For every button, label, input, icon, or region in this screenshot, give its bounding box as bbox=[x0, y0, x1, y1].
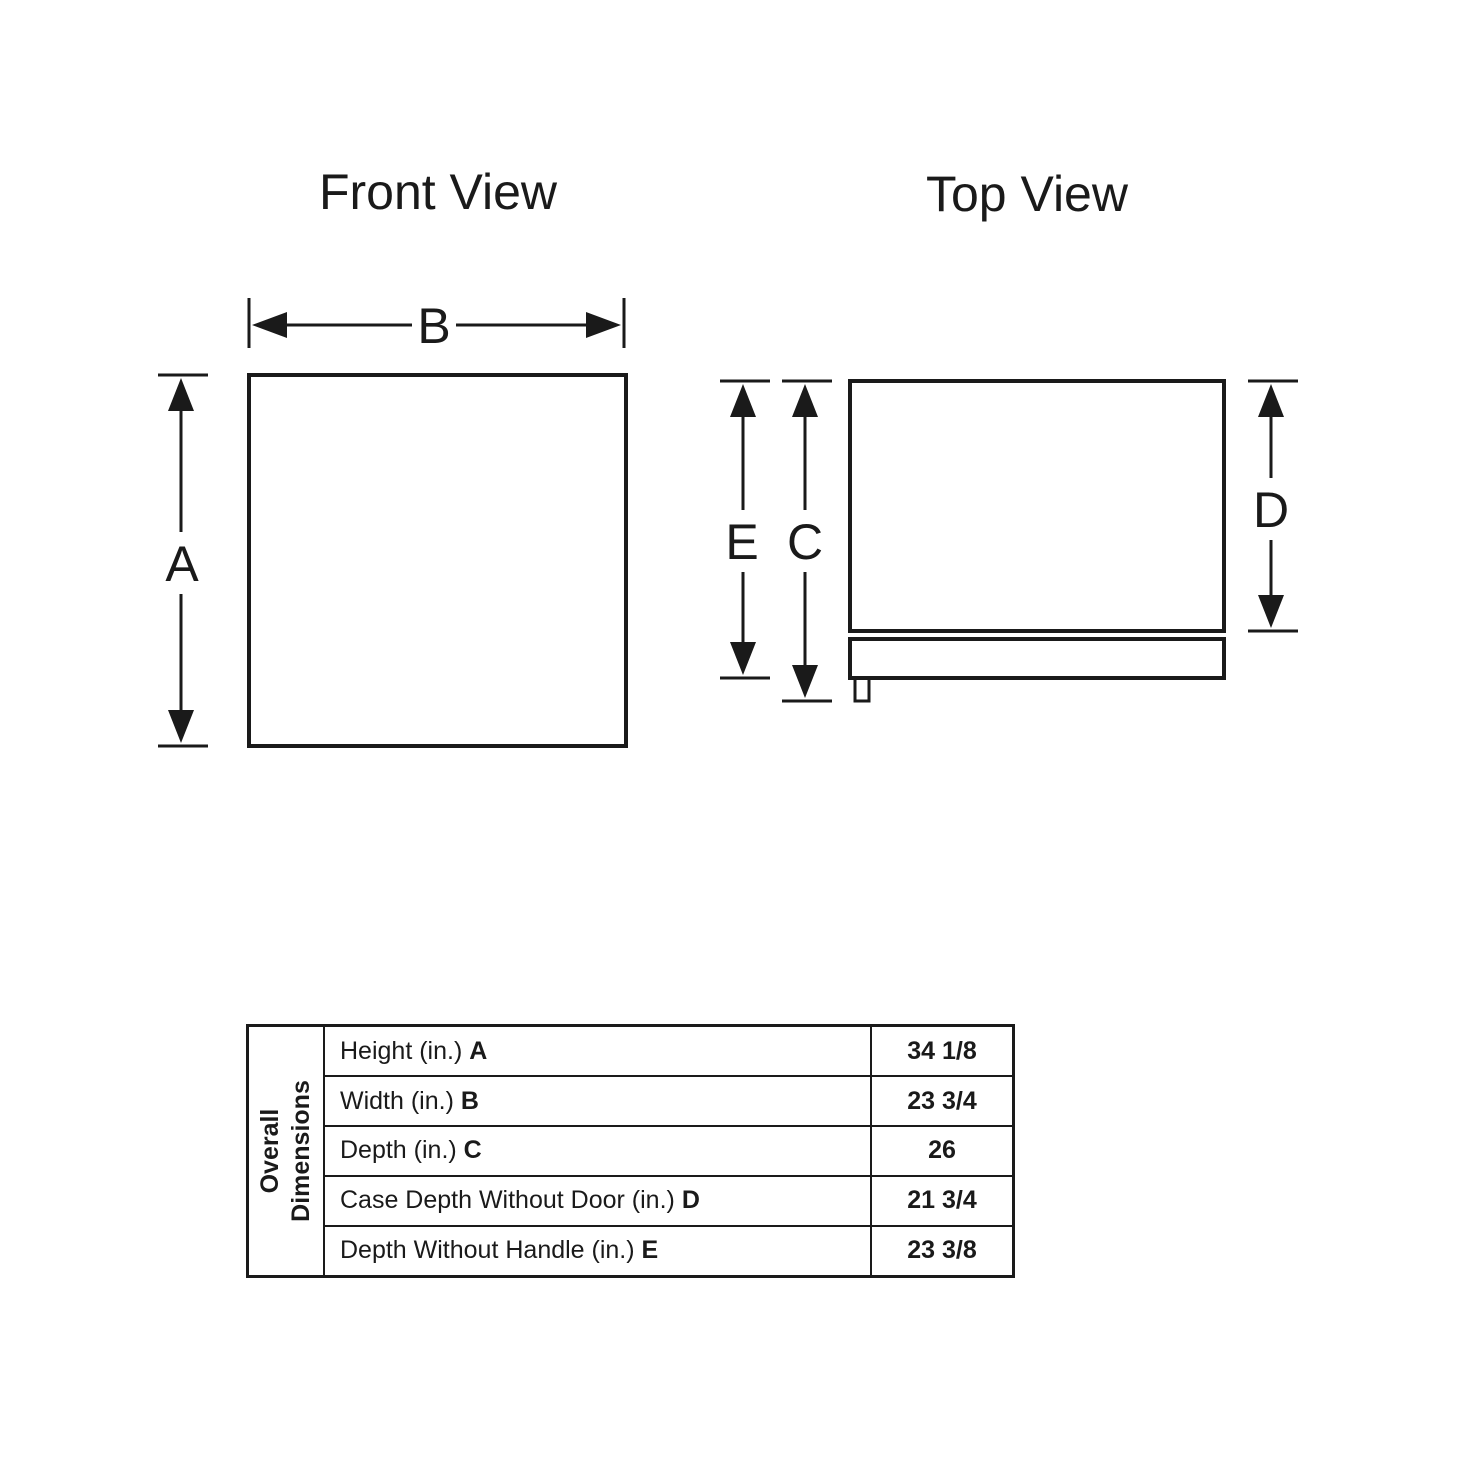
row-label-depth: Depth (in.) C bbox=[323, 1125, 872, 1177]
case-depth-label-letter: D bbox=[681, 1186, 700, 1215]
width-label-text: Width (in.) bbox=[340, 1086, 454, 1115]
table-row: Depth (in.) C 26 bbox=[248, 1125, 1015, 1177]
d-arrow-up-icon bbox=[1258, 384, 1284, 417]
width-arrow-right-icon bbox=[586, 312, 621, 338]
e-letter: E bbox=[725, 514, 758, 570]
row-label-height: Height (in.) A bbox=[323, 1024, 872, 1078]
overall-dimensions-group: Overall Dimensions bbox=[246, 1024, 325, 1278]
height-arrow-down-icon bbox=[168, 710, 194, 743]
depth-value: 26 bbox=[870, 1125, 1015, 1177]
table-row: Depth Without Handle (in.) E 23 3/8 bbox=[248, 1224, 1015, 1278]
row-label-width: Width (in.) B bbox=[323, 1075, 872, 1128]
dimensions-table: Overall Dimensions Height (in.) A 34 1/8… bbox=[246, 1024, 1015, 1278]
top-view-door-outline bbox=[848, 637, 1226, 680]
front-view-outline bbox=[247, 373, 628, 748]
top-view-title: Top View bbox=[926, 166, 1129, 222]
depth-without-handle-value: 23 3/8 bbox=[870, 1224, 1015, 1278]
front-view-title: Front View bbox=[319, 164, 558, 220]
row-label-case-depth: Case Depth Without Door (in.) D bbox=[323, 1174, 872, 1227]
e-arrow-up-icon bbox=[730, 384, 756, 417]
case-depth-value: 21 3/4 bbox=[870, 1174, 1015, 1227]
d-letter: D bbox=[1253, 482, 1289, 538]
c-letter: C bbox=[787, 514, 823, 570]
group-label-line2: Dimensions bbox=[287, 1080, 315, 1222]
depth-label-letter: C bbox=[463, 1136, 482, 1165]
row-label-depth-without-handle: Depth Without Handle (in.) E bbox=[323, 1224, 872, 1278]
depth-without-handle-label-text: Depth Without Handle (in.) bbox=[340, 1236, 635, 1265]
depth-without-handle-label-letter: E bbox=[641, 1236, 659, 1265]
d-arrow-down-icon bbox=[1258, 595, 1284, 628]
c-arrow-down-icon bbox=[792, 665, 818, 698]
table-row: Overall Dimensions Height (in.) A 34 1/8 bbox=[246, 1024, 1015, 1278]
table-row: Width (in.) B 23 3/4 bbox=[248, 1075, 1015, 1128]
height-value: 34 1/8 bbox=[870, 1024, 1015, 1078]
height-letter: A bbox=[165, 536, 199, 592]
width-letter: B bbox=[417, 298, 450, 354]
case-depth-label-text: Case Depth Without Door (in.) bbox=[340, 1186, 675, 1215]
c-arrow-up-icon bbox=[792, 384, 818, 417]
top-view-handle-outline bbox=[853, 676, 871, 703]
width-label-letter: B bbox=[460, 1086, 479, 1115]
table-row: Case Depth Without Door (in.) D 21 3/4 bbox=[248, 1174, 1015, 1227]
height-label-text: Height (in.) bbox=[340, 1036, 463, 1065]
overall-dimensions-label: Overall Dimensions bbox=[255, 1080, 318, 1222]
height-label-letter: A bbox=[469, 1036, 488, 1065]
dimension-diagram: Front View B A Top View E C D bbox=[158, 164, 1298, 748]
group-label-line1: Overall bbox=[255, 1108, 284, 1194]
width-value: 23 3/4 bbox=[870, 1075, 1015, 1128]
top-view-case-outline bbox=[848, 379, 1226, 633]
width-arrow-left-icon bbox=[252, 312, 287, 338]
e-arrow-down-icon bbox=[730, 642, 756, 675]
height-arrow-up-icon bbox=[168, 378, 194, 411]
depth-label-text: Depth (in.) bbox=[340, 1136, 457, 1165]
